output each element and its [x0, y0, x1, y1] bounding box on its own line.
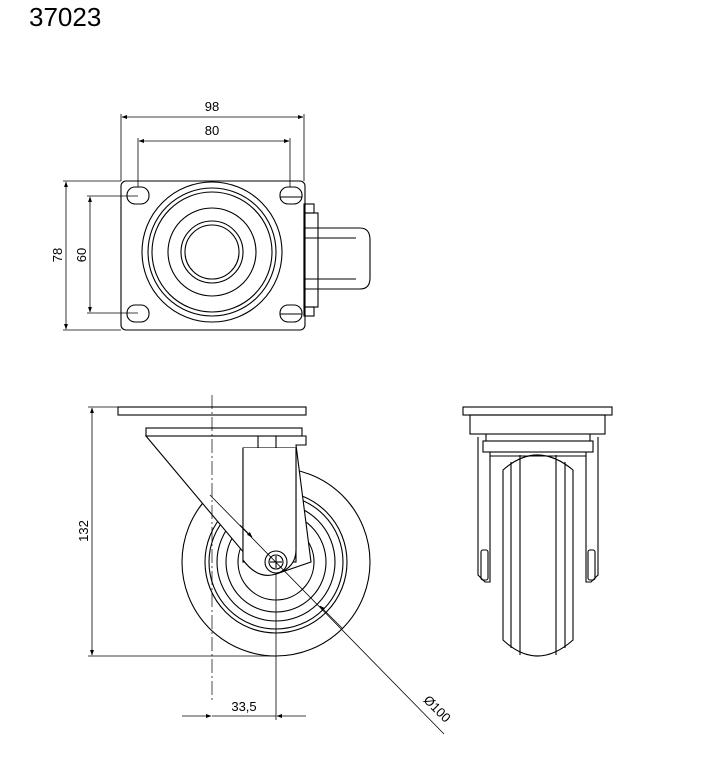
front-fork-right: [585, 437, 599, 583]
bearing-ring-outer: [141, 181, 283, 323]
fork-body: [303, 227, 371, 290]
dim-hole-spacing-length: 60: [74, 248, 89, 262]
bolt-hole-tr: [279, 186, 303, 205]
front-plate: [462, 406, 613, 416]
top-view-dimensions: [63, 114, 305, 331]
front-fork-left: [477, 437, 491, 583]
dim-wheel-diameter: Ø100: [421, 692, 454, 725]
top-view: [120, 180, 371, 331]
top-plate: [120, 180, 306, 331]
dim-plate-length: 78: [50, 248, 65, 262]
bolt-hole-tl: [126, 186, 150, 205]
side-view-dimensions: [88, 406, 445, 735]
dim-overall-height: 132: [76, 520, 91, 542]
side-view: [117, 406, 371, 657]
dim-hole-spacing-width: 80: [205, 123, 219, 138]
part-number-title: 37023: [29, 2, 102, 32]
fork-side-left: [303, 212, 319, 308]
dim-offset: 33,5: [231, 699, 256, 714]
bolt-hole-bl: [126, 304, 150, 323]
front-wheel: [502, 454, 574, 657]
dim-plate-width: 98: [205, 99, 219, 114]
front-view: [462, 406, 613, 657]
